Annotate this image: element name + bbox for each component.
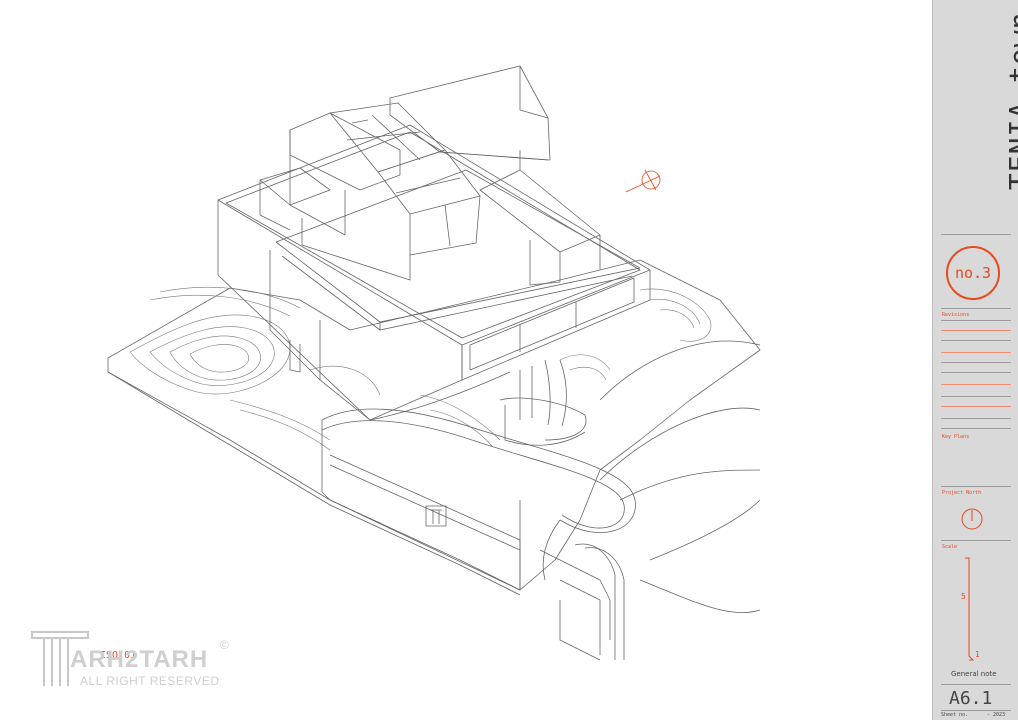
building-columns — [289, 340, 567, 427]
general-note-label: General note — [951, 670, 997, 678]
brand-name: TENIA town — [1003, 11, 1018, 191]
watermark-brand: ARH2TARH — [70, 646, 209, 673]
revisions-label: Revisions — [942, 312, 970, 318]
view-label: ISO 01 — [100, 650, 137, 661]
sheet-number: A6.1 — [949, 688, 993, 709]
watermark-copyright: © — [220, 638, 229, 652]
key-plans-label: Key Plans — [942, 434, 970, 440]
watermark-rights: ALL RIGHT RESERVED — [80, 674, 220, 688]
building-roof-slab — [275, 169, 641, 331]
watermark-logo: ARH2TARH © ALL RIGHT RESERVED — [30, 624, 235, 692]
sheet-no-label: Sheet no. — [941, 712, 969, 718]
project-brand: theTENIA town — [963, 12, 1018, 220]
logo-mark-icon — [31, 631, 89, 686]
site-ground — [107, 259, 761, 614]
sheet-no-value: - 2023 — [987, 712, 1006, 718]
scale-value-top: 5 — [961, 592, 966, 601]
project-north-icon — [961, 508, 983, 530]
scale-value-bottom: 1 — [975, 650, 980, 659]
curved-wall — [321, 397, 636, 661]
terrain-contours — [129, 286, 712, 451]
building-upper-boxes — [259, 65, 601, 286]
scale-label: Scale — [942, 544, 958, 550]
title-block: theTENIA town no.3 Revisions Key Plans P… — [932, 0, 1018, 720]
project-north-label: Project North — [942, 490, 982, 496]
isometric-drawing — [107, 65, 761, 661]
building-lower-volume — [217, 124, 651, 421]
scale-bar-icon — [965, 557, 975, 661]
sheet-badge: no.3 — [946, 246, 1000, 300]
sheet-badge-label: no.3 — [954, 264, 992, 282]
wall-sign — [425, 505, 447, 527]
north-arrow-icon — [625, 169, 661, 193]
